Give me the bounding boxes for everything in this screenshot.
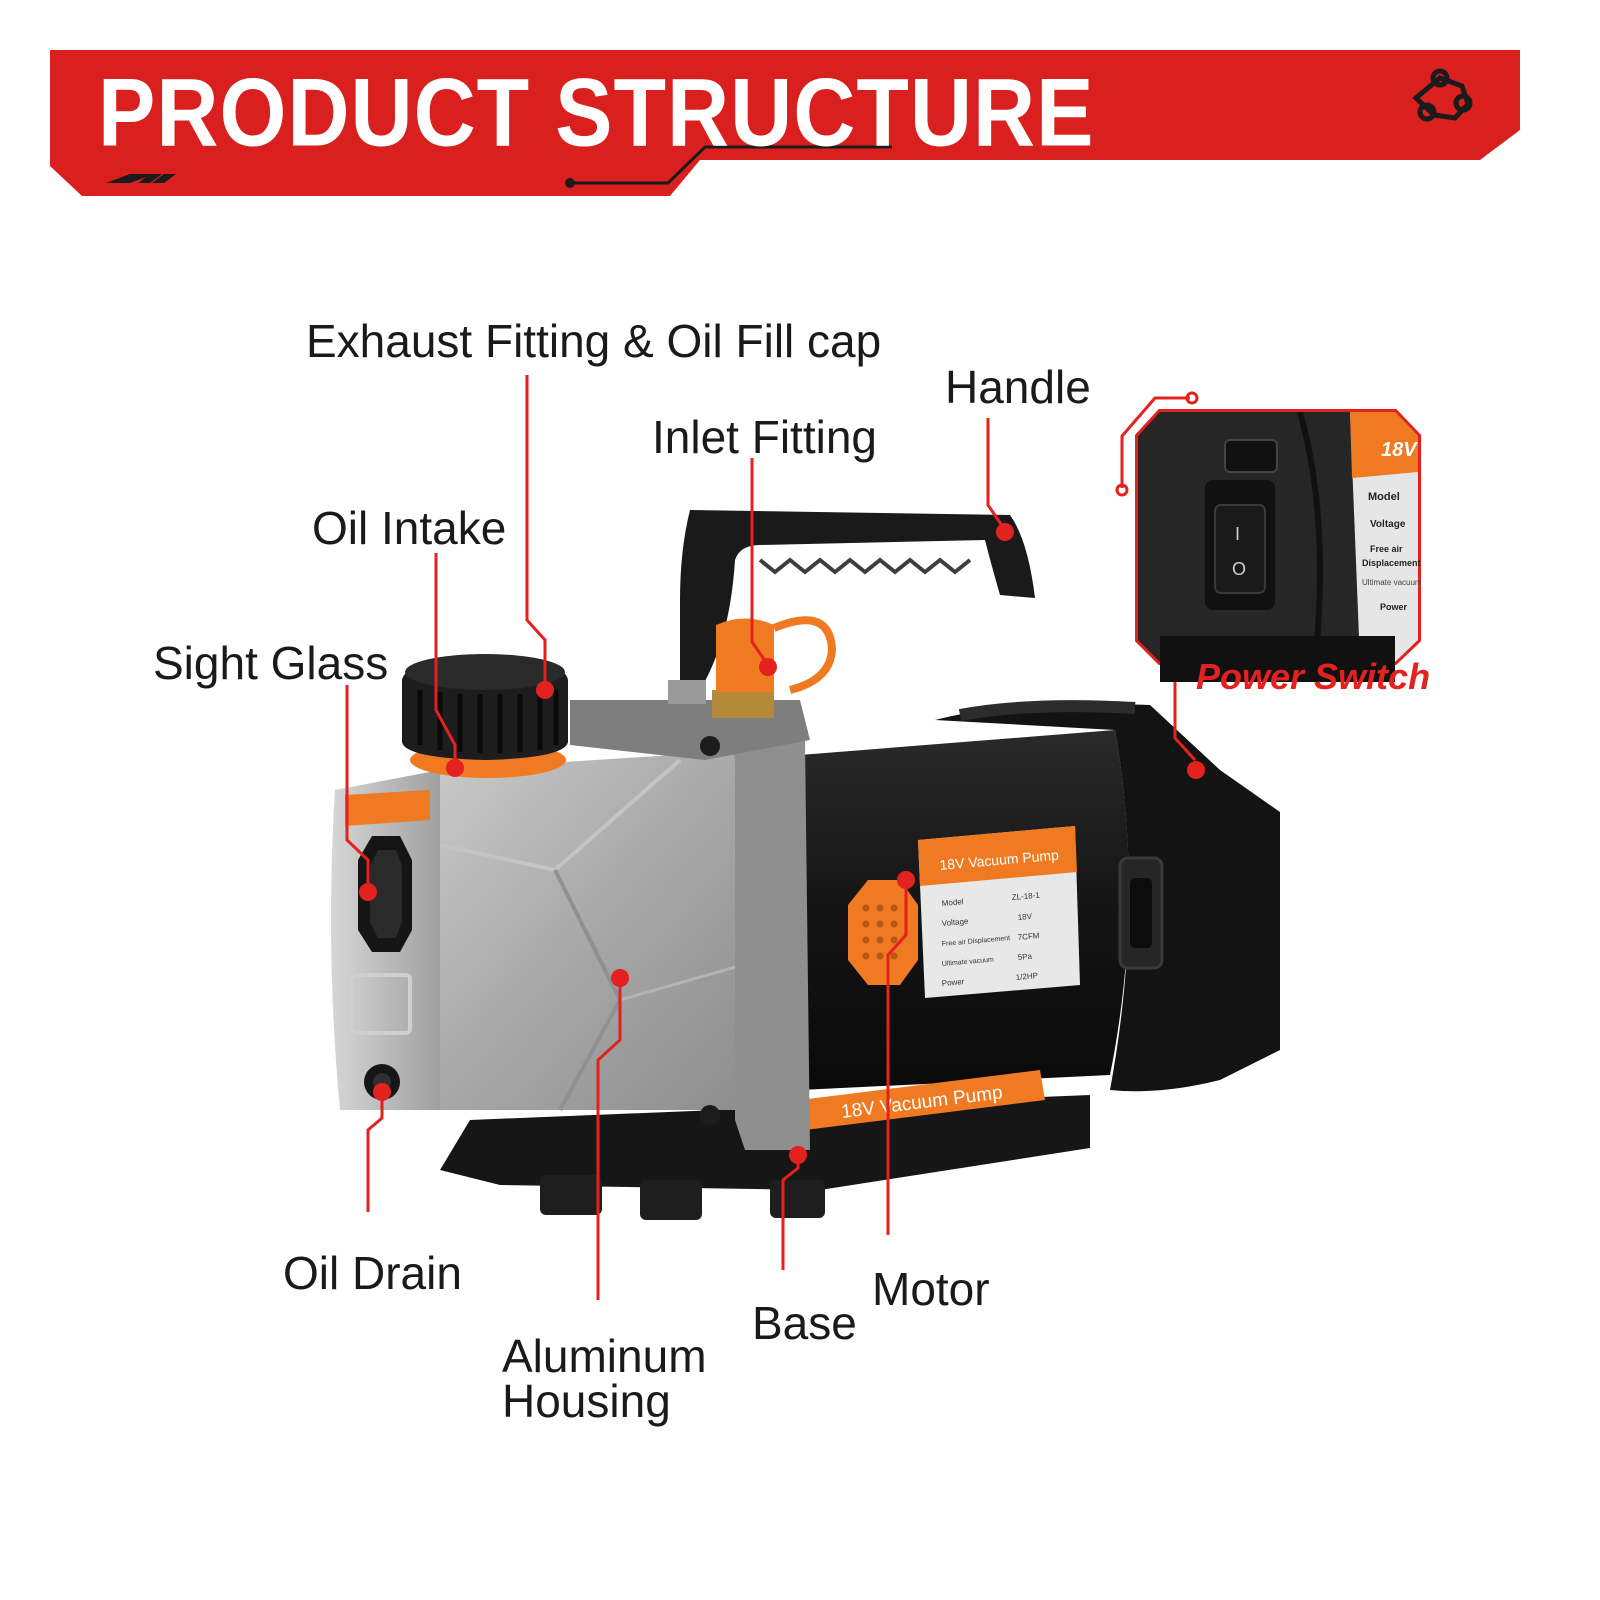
leader-exhaust [525, 375, 547, 690]
battery-housing [935, 704, 1280, 1092]
front-emboss [350, 973, 412, 1035]
vent-badge [848, 880, 918, 985]
banner-stripe [138, 174, 162, 183]
dot-base [789, 1146, 807, 1164]
label-aluminum-housing-line1: Aluminum [502, 1330, 707, 1382]
network-icon [1412, 68, 1473, 122]
cap-grip-lines [417, 690, 559, 753]
rear-latch-slot [1130, 878, 1152, 948]
inset-trace-end [1115, 483, 1129, 497]
warning-label [345, 790, 430, 826]
inset-plate-row: Ultimate vacuum [1362, 578, 1422, 587]
inlet-cap [716, 618, 774, 692]
nameplate-rows: Model ZL-18-1 Voltage 18V Free air Displ… [941, 891, 1040, 988]
sight-glass-inner [370, 850, 402, 938]
leader-lines [345, 375, 1197, 1300]
front-flange [720, 700, 810, 1150]
inset-plate-header-text: 18V [1381, 439, 1418, 461]
oil-fill-cap-top [405, 654, 565, 690]
nameplate-row-value: 1/2HP [1015, 971, 1038, 982]
motor-nameplate [918, 826, 1080, 998]
nameplate-row-value: 5Pa [1017, 952, 1033, 962]
inlet-fitting-base [712, 690, 774, 718]
label-sight-glass: Sight Glass [153, 637, 389, 689]
dot-motor [897, 871, 915, 889]
inset-plate-rows: Model Voltage Free air Displacement Ulti… [1362, 491, 1422, 612]
dot-oil-drain [373, 1083, 391, 1101]
dot-exhaust [536, 681, 554, 699]
inset-plate-row: Model [1368, 491, 1400, 503]
inset-curve [1297, 412, 1323, 662]
inset-trace-end [1185, 391, 1199, 405]
power-switch-inset [1135, 409, 1421, 665]
leader-inlet [750, 458, 770, 666]
leader-handle [986, 418, 1007, 531]
dot-aluminum [611, 969, 629, 987]
banner-stripe [152, 174, 176, 183]
base-foot [540, 1175, 602, 1215]
inset-top-button [1224, 439, 1278, 473]
inset-plate-row: Free air [1370, 544, 1403, 554]
leader-dots [359, 523, 1205, 1164]
dot-sight-glass [359, 883, 377, 901]
inset-plate-row: Power [1380, 602, 1408, 612]
inset-plate-header [1350, 412, 1418, 478]
banner-stripe [106, 174, 154, 183]
label-inlet-fitting: Inlet Fitting [652, 411, 877, 463]
base-strip [800, 1070, 1045, 1130]
label-handle: Handle [945, 361, 1091, 413]
base-foot [640, 1180, 702, 1220]
inset-switch-on-mark: I [1235, 524, 1240, 544]
page-title: PRODUCT STRUCTURE [98, 59, 1095, 167]
base-foot [770, 1180, 825, 1218]
dot-oil-intake [446, 759, 464, 777]
leader-aluminum [596, 978, 622, 1300]
banner-shape [50, 50, 1520, 196]
label-exhaust-fitting: Exhaust Fitting & Oil Fill cap [306, 315, 882, 367]
nameplate-row-key: Model [941, 897, 964, 908]
banner-trace-dot [565, 178, 575, 188]
leader-power-switch [1173, 682, 1197, 762]
banner-trace-line [570, 145, 892, 185]
inset-switch-rocker [1214, 504, 1266, 594]
inset-caption-band [1160, 636, 1395, 682]
inset-plate-row: Displacement [1362, 558, 1421, 568]
label-oil-drain: Oil Drain [283, 1247, 462, 1299]
vacuum-pump: 18V Vacuum Pump Model ZL-18-1 Voltage 18… [331, 510, 1280, 1220]
flange-bolt [700, 736, 720, 756]
nameplate-row-key: Voltage [941, 917, 969, 928]
inlet-cap-strap [772, 616, 837, 694]
label-aluminum-housing-line2: Housing [502, 1375, 671, 1427]
nameplate-row-value: ZL-18-1 [1011, 891, 1040, 902]
dot-inlet [759, 658, 777, 676]
inset-switch-off-mark: O [1232, 559, 1246, 579]
aluminum-housing-body [440, 752, 760, 1110]
fitting-stem [668, 680, 706, 704]
power-switch-caption: Power Switch [1196, 656, 1431, 697]
leader-oil-drain [366, 1090, 384, 1212]
leader-oil-intake [434, 553, 457, 766]
leader-sight-glass [345, 685, 370, 890]
handle-ridges [758, 557, 972, 575]
nameplate-row-value: 7CFM [1017, 931, 1040, 942]
label-base: Base [752, 1297, 857, 1349]
label-oil-intake: Oil Intake [312, 502, 507, 554]
nameplate-row-value: 18V [1017, 912, 1033, 922]
nameplate-row-key: Power [941, 977, 965, 988]
inset-plate-row: Voltage [1370, 519, 1406, 530]
leader-inset-trace [1120, 396, 1190, 488]
leader-motor [886, 880, 908, 1235]
flange-bolt [700, 1105, 720, 1125]
nameplate-row-key: Ultimate vacuum [942, 956, 995, 968]
dot-handle [996, 523, 1014, 541]
label-motor: Motor [872, 1263, 990, 1315]
title-banner [50, 50, 1520, 196]
housing-ridge [958, 700, 1136, 721]
dot-power-switch [1187, 761, 1205, 779]
